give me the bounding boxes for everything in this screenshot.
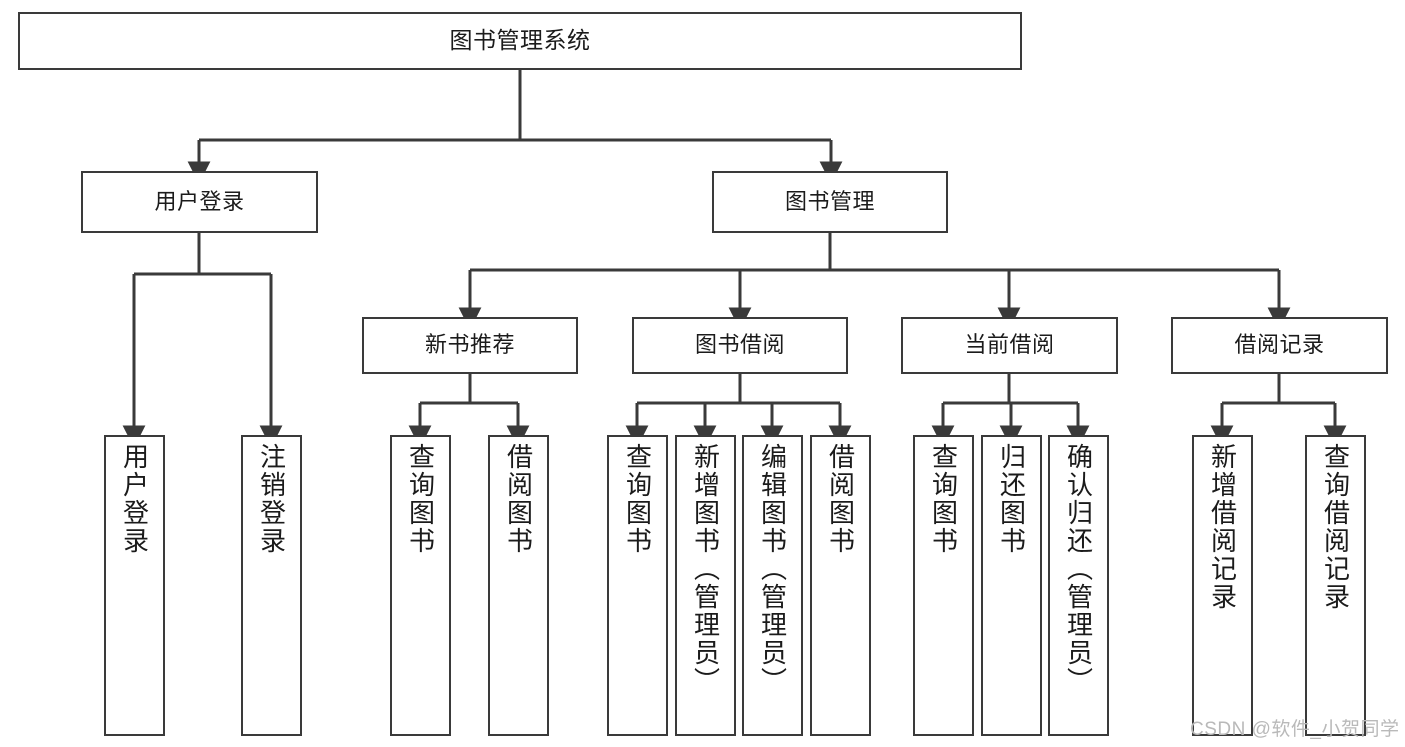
node-current-borrow[interactable]: 当前借阅 bbox=[901, 317, 1118, 374]
node-root-label: 图书管理系统 bbox=[449, 27, 591, 54]
node-leaf-user-login-label: 用户登录 bbox=[119, 443, 150, 555]
node-leaf-edit-book-label: 编辑图书（管理员） bbox=[757, 443, 788, 695]
node-leaf-query-book-1-label: 查询图书 bbox=[405, 443, 436, 555]
node-leaf-borrow-book-1-label: 借阅图书 bbox=[503, 443, 534, 555]
node-leaf-add-record[interactable]: 新增借阅记录 bbox=[1192, 435, 1253, 736]
node-leaf-query-book-3-label: 查询图书 bbox=[928, 443, 959, 555]
node-leaf-query-book-2-label: 查询图书 bbox=[622, 443, 653, 555]
node-leaf-return-book-label: 归还图书 bbox=[996, 443, 1027, 555]
node-leaf-add-book-label: 新增图书（管理员） bbox=[690, 443, 721, 695]
node-book-borrow-label: 图书借阅 bbox=[694, 332, 785, 358]
node-leaf-query-record[interactable]: 查询借阅记录 bbox=[1305, 435, 1366, 736]
node-leaf-return-book[interactable]: 归还图书 bbox=[981, 435, 1042, 736]
node-user-login-label: 用户登录 bbox=[154, 188, 245, 214]
node-leaf-borrow-book-2[interactable]: 借阅图书 bbox=[810, 435, 871, 736]
csdn-watermark: CSDN @软件_小贺同学 bbox=[1190, 719, 1400, 740]
node-leaf-add-book[interactable]: 新增图书（管理员） bbox=[675, 435, 736, 736]
node-leaf-query-book-1[interactable]: 查询图书 bbox=[390, 435, 451, 736]
node-leaf-user-login[interactable]: 用户登录 bbox=[104, 435, 165, 736]
node-book-borrow[interactable]: 图书借阅 bbox=[632, 317, 848, 374]
node-leaf-borrow-book-1[interactable]: 借阅图书 bbox=[488, 435, 549, 736]
node-book-manage-label: 图书管理 bbox=[784, 188, 875, 214]
node-leaf-logout-label: 注销登录 bbox=[256, 443, 287, 555]
node-leaf-confirm-return-label: 确认归还（管理员） bbox=[1063, 443, 1094, 695]
node-new-book-recommend-label: 新书推荐 bbox=[424, 332, 515, 358]
node-user-login[interactable]: 用户登录 bbox=[81, 171, 318, 233]
node-borrow-record[interactable]: 借阅记录 bbox=[1171, 317, 1388, 374]
node-leaf-query-book-3[interactable]: 查询图书 bbox=[913, 435, 974, 736]
node-leaf-confirm-return[interactable]: 确认归还（管理员） bbox=[1048, 435, 1109, 736]
node-borrow-record-label: 借阅记录 bbox=[1234, 332, 1325, 358]
node-leaf-edit-book[interactable]: 编辑图书（管理员） bbox=[742, 435, 803, 736]
node-leaf-add-record-label: 新增借阅记录 bbox=[1207, 443, 1238, 611]
node-root[interactable]: 图书管理系统 bbox=[18, 12, 1022, 70]
node-leaf-query-book-2[interactable]: 查询图书 bbox=[607, 435, 668, 736]
node-leaf-query-record-label: 查询借阅记录 bbox=[1320, 443, 1351, 611]
node-leaf-logout[interactable]: 注销登录 bbox=[241, 435, 302, 736]
node-new-book-recommend[interactable]: 新书推荐 bbox=[362, 317, 578, 374]
node-current-borrow-label: 当前借阅 bbox=[964, 332, 1055, 358]
node-book-manage[interactable]: 图书管理 bbox=[712, 171, 948, 233]
node-leaf-borrow-book-2-label: 借阅图书 bbox=[825, 443, 856, 555]
